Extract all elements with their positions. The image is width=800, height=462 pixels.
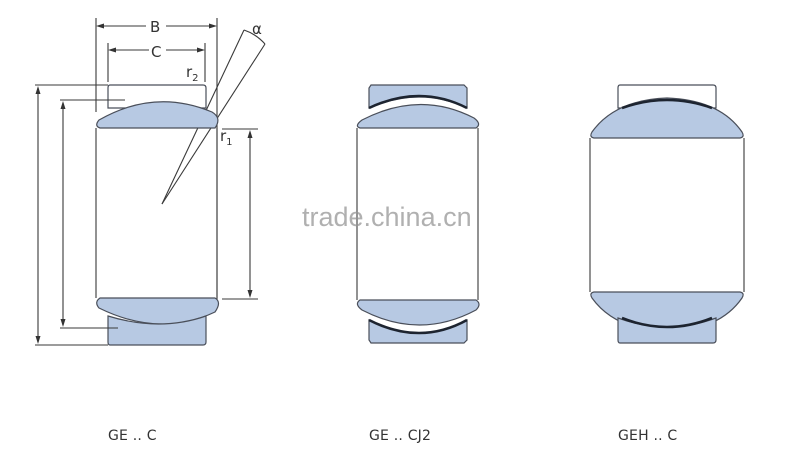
dim-label-r1: r1 (220, 127, 233, 148)
watermark: trade.china.cn (302, 202, 472, 232)
dim-label-c: C (151, 43, 161, 61)
caption-ge-c: GE .. C (108, 428, 157, 444)
bearing-geh-c (589, 84, 745, 344)
dim-label-b: B (150, 18, 160, 36)
caption-ge-cj2: GE .. CJ2 (369, 428, 432, 444)
caption-geh-c: GEH .. C (618, 428, 678, 444)
dim-label-r2: r2 (186, 63, 199, 84)
bearing-ge-c: B C r2 r1 α (35, 18, 266, 346)
dim-label-alpha: α (252, 20, 262, 38)
bearing-ge-cj2 (356, 84, 480, 344)
